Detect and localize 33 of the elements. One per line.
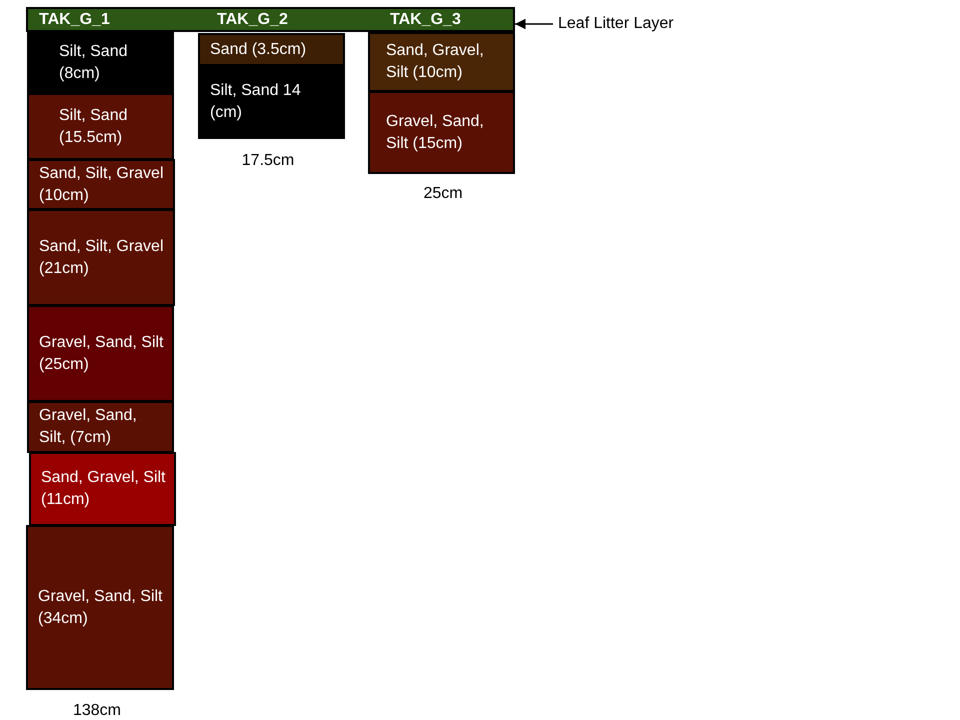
leaf-litter-band xyxy=(26,7,515,32)
depth-total: 25cm xyxy=(423,184,463,204)
layer-label: Silt, Sand (8cm) xyxy=(59,42,128,84)
soil-layer-box xyxy=(27,31,174,94)
layer-label: Sand, Gravel, Silt (10cm) xyxy=(386,41,485,83)
soil-layer-box xyxy=(198,33,345,66)
soil-layer-box xyxy=(27,93,174,160)
soil-layer-box xyxy=(368,32,515,92)
layer-annotation: Leaf Litter Layer xyxy=(558,14,674,34)
depth-total: 138cm xyxy=(72,701,122,720)
layer-label: Sand, Silt, Gravel (10cm) xyxy=(39,164,164,206)
column-heading: TAK_G_1 xyxy=(39,10,110,30)
layer-label: Sand (3.5cm) xyxy=(210,40,306,60)
soil-layer-box xyxy=(27,401,174,453)
layer-label: Silt, Sand (15.5cm) xyxy=(59,106,128,148)
layer-label: Gravel, Sand, Silt (25cm) xyxy=(39,332,164,374)
column-heading: TAK_G_3 xyxy=(390,10,461,30)
column-heading: TAK_G_2 xyxy=(217,10,288,30)
soil-layer-box xyxy=(27,305,174,402)
soil-layer-box xyxy=(29,452,176,526)
layer-label: Sand, Gravel, Silt (11cm) xyxy=(41,468,166,510)
soil-layer-box xyxy=(27,209,175,306)
layer-label: Sand, Silt, Gravel (21cm) xyxy=(39,236,164,278)
layer-label: Gravel, Sand, Silt (34cm) xyxy=(38,586,164,628)
layer-label: Gravel, Sand, Silt, (7cm) xyxy=(39,406,138,448)
arrow xyxy=(515,18,553,30)
depth-total: 17.5cm xyxy=(242,151,294,171)
layer-label: Gravel, Sand, Silt (15cm) xyxy=(386,112,485,154)
soil-layer-box xyxy=(198,65,345,139)
soil-layer-box xyxy=(368,91,515,174)
layer-label: Silt, Sand 14 (cm) xyxy=(210,81,302,123)
soil-layer-box xyxy=(27,159,175,210)
soil-layer-box xyxy=(26,525,174,690)
